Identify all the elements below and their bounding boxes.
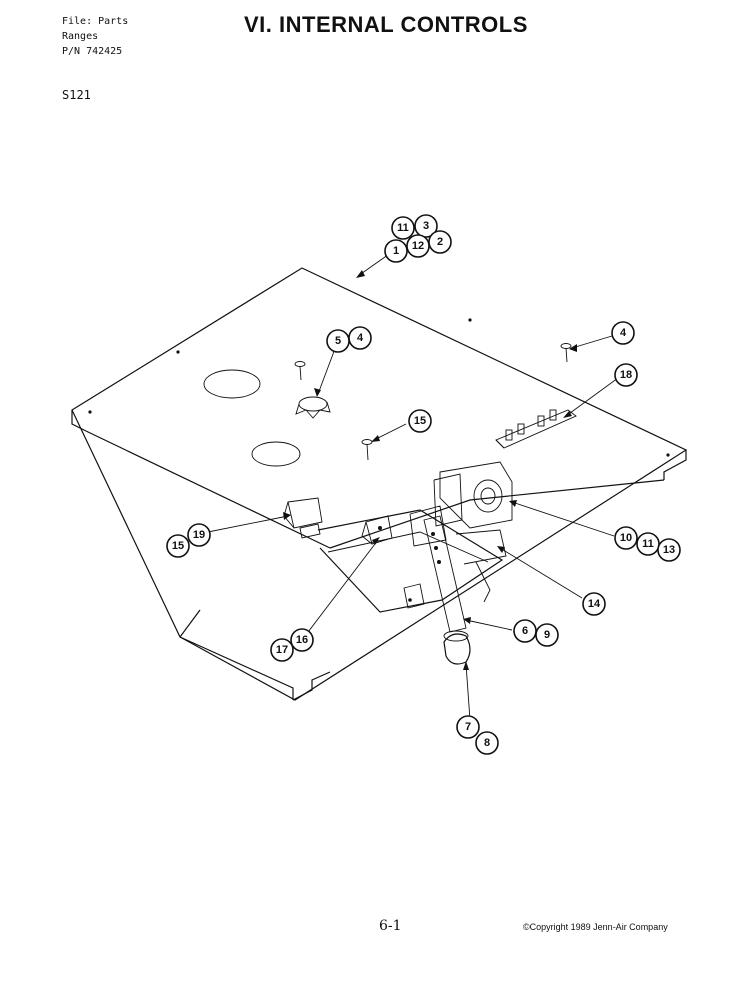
callout-19: 19 — [187, 523, 211, 547]
file-line-category: Ranges — [62, 31, 99, 42]
callout-16: 16 — [290, 628, 314, 652]
spring-clip — [295, 396, 331, 419]
callout-label: 14 — [588, 598, 601, 610]
callout-label: 5 — [335, 335, 341, 347]
screw-left — [294, 361, 306, 381]
callout-label: 4 — [620, 327, 627, 339]
callout-label: 17 — [276, 644, 288, 656]
callout-label: 11 — [642, 538, 654, 550]
callout-7: 7 — [456, 715, 480, 739]
main-plate — [71, 267, 688, 701]
callout-2: 2 — [428, 230, 452, 254]
screw-center — [361, 439, 373, 461]
callout-group-10-11-13: 10 11 13 — [614, 526, 681, 562]
callout-14: 14 — [582, 592, 606, 616]
callout-label: 7 — [465, 721, 471, 733]
mounting-bracket — [317, 509, 504, 613]
callout-label: 18 — [620, 369, 632, 381]
lever-knob — [443, 630, 471, 665]
callout-17: 17 — [270, 638, 294, 662]
file-info: File: Parts Ranges P/N 742425 — [62, 14, 128, 59]
callout-6: 6 — [513, 619, 537, 643]
burner-hole-lower — [251, 441, 301, 467]
callout-1: 1 — [384, 239, 408, 263]
page-title: VI. INTERNAL CONTROLS — [244, 12, 528, 37]
callout-10: 10 — [614, 526, 638, 550]
callout-group-15-19: 15 19 — [166, 523, 211, 558]
callout-group-6-9: 6 9 — [513, 619, 559, 647]
file-line-file: File: Parts — [62, 16, 129, 27]
callout-15-left: 15 — [166, 534, 190, 558]
callout-label: 12 — [412, 240, 424, 252]
callout-15-center: 15 — [408, 409, 432, 433]
leader-lines — [187, 251, 619, 721]
callout-11: 11 — [636, 532, 660, 556]
callout-18: 18 — [614, 363, 638, 387]
callout-3: 3 — [414, 214, 438, 238]
callout-label: 15 — [414, 415, 426, 427]
callout-label: 10 — [620, 532, 632, 544]
callout-label: 11 — [397, 222, 409, 234]
file-line-part-number: P/N 742425 — [62, 46, 123, 57]
callout-group-17-16: 17 16 — [270, 628, 314, 662]
callout-label: 9 — [544, 629, 550, 641]
callout-group-7-8: 7 8 — [456, 715, 499, 755]
callout-5: 5 — [326, 329, 350, 353]
callout-label: 16 — [296, 634, 308, 646]
callout-11-top: 11 — [391, 216, 415, 240]
solenoid-assembly — [409, 461, 513, 603]
callout-label: 1 — [393, 245, 399, 257]
callout-label: 15 — [172, 540, 184, 552]
callout-label: 8 — [484, 737, 490, 749]
callout-label: 3 — [423, 220, 429, 232]
copyright-notice: ©Copyright 1989 Jenn-Air Company — [523, 922, 668, 932]
callout-top-cluster: 11 3 1 12 2 — [384, 214, 452, 263]
callout-8: 8 — [475, 731, 499, 755]
callout-label: 2 — [437, 236, 443, 248]
terminal-block — [495, 409, 577, 449]
callout-label: 19 — [193, 529, 205, 541]
callout-4-right: 4 — [611, 321, 635, 345]
callout-label: 13 — [663, 544, 675, 556]
callout-group-5-4: 5 4 — [326, 326, 372, 353]
burner-hole-upper — [203, 369, 261, 399]
callout-label: 6 — [522, 625, 528, 637]
screw-right — [560, 343, 572, 363]
callout-13: 13 — [657, 538, 681, 562]
callout-4-left: 4 — [348, 326, 372, 350]
callout-9: 9 — [535, 623, 559, 647]
switch-small — [361, 515, 393, 545]
callout-12: 12 — [406, 234, 430, 258]
page-number: 6-1 — [379, 918, 402, 934]
control-lever — [423, 515, 467, 633]
model-number: S121 — [62, 88, 91, 102]
switch-left — [283, 497, 323, 539]
callout-label: 4 — [357, 332, 364, 344]
